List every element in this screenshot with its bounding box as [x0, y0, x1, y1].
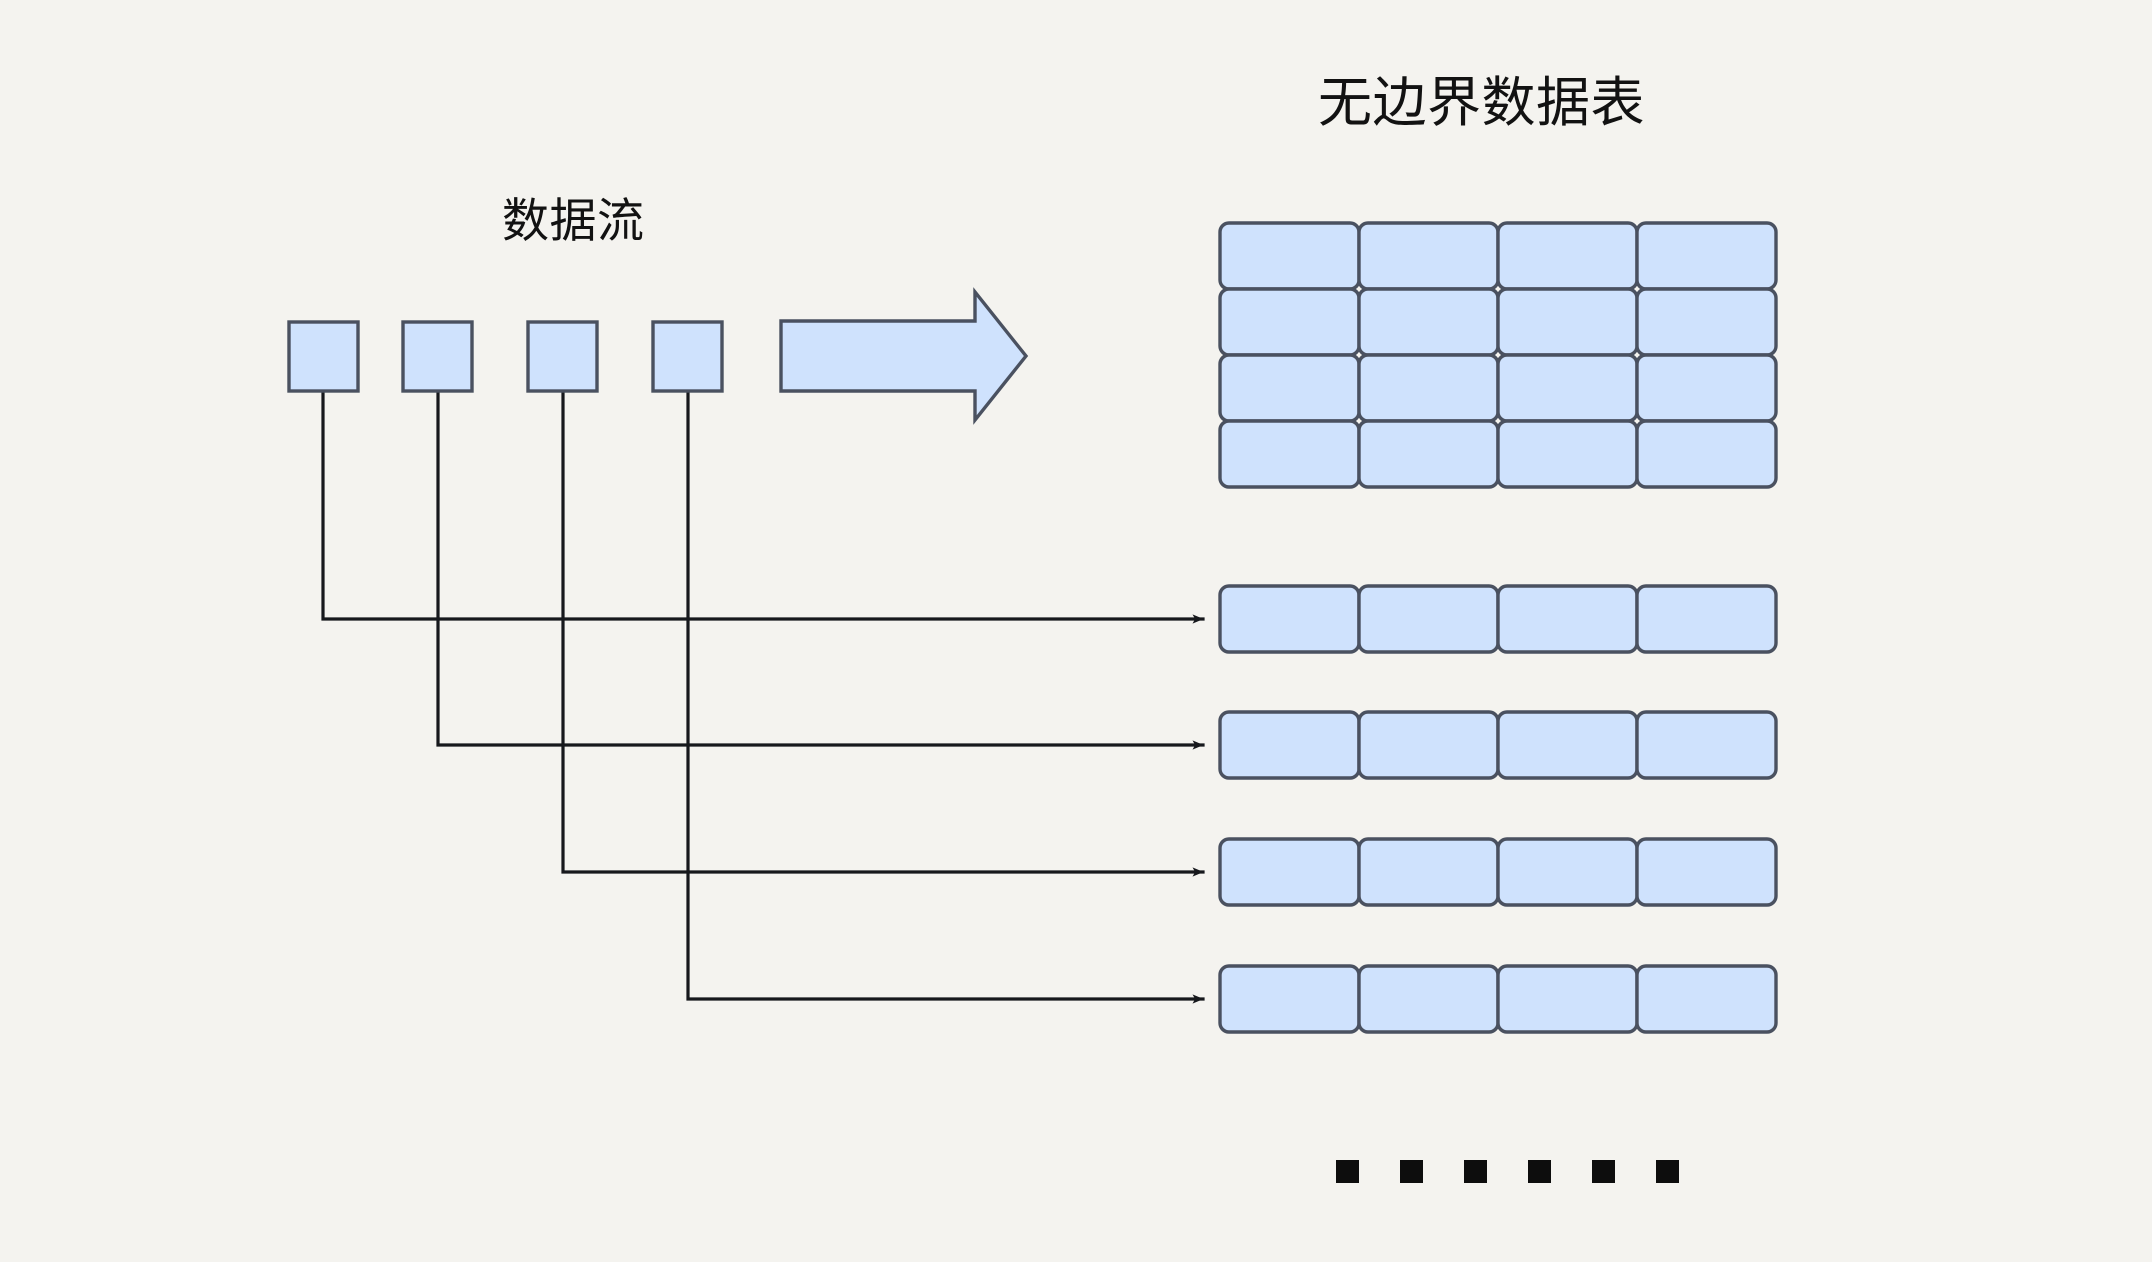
grid-cell-r1c4[interactable]: [1635, 221, 1778, 291]
continuation-dot-1: [1336, 1160, 1359, 1183]
appended-row-2-cell-1[interactable]: [1218, 710, 1361, 780]
grid-cell-r1c3[interactable]: [1496, 221, 1639, 291]
grid-cell-r2c3[interactable]: [1496, 287, 1639, 357]
stream-event-3[interactable]: [526, 320, 599, 393]
appended-row-1-cell-4[interactable]: [1635, 584, 1778, 654]
appended-row-3-cell-3[interactable]: [1496, 837, 1639, 907]
appended-row-4-cell-3[interactable]: [1496, 964, 1639, 1034]
connector-1: [321, 389, 1205, 624]
continuation-dot-4: [1528, 1160, 1551, 1183]
appended-row-1-cell-2[interactable]: [1357, 584, 1500, 654]
data-stream-label: 数据流: [502, 194, 645, 247]
continuation-dot-6: [1656, 1160, 1679, 1183]
appended-row-4-cell-1[interactable]: [1218, 964, 1361, 1034]
stream-event-2[interactable]: [401, 320, 474, 393]
appended-row-1-cell-1[interactable]: [1218, 584, 1361, 654]
unbounded-table-title: 无边界数据表: [1318, 73, 1645, 133]
connector-2: [436, 389, 1205, 750]
continuation-dot-2: [1400, 1160, 1423, 1183]
continuation-dot-3: [1464, 1160, 1487, 1183]
stream-events: [287, 320, 724, 393]
appended-row-2-cell-3[interactable]: [1496, 710, 1639, 780]
appended-row-1-cell-3[interactable]: [1496, 584, 1639, 654]
continuation-dots: [1336, 1160, 1679, 1183]
grid-cell-r4c4[interactable]: [1635, 419, 1778, 489]
appended-row-2-cell-4[interactable]: [1635, 710, 1778, 780]
stream-event-4[interactable]: [651, 320, 724, 393]
grid-cell-r1c2[interactable]: [1357, 221, 1500, 291]
appended-row-4-cell-4[interactable]: [1635, 964, 1778, 1034]
appended-row-2-cell-2[interactable]: [1357, 710, 1500, 780]
flow-arrow: [779, 287, 1029, 425]
grid-cell-r2c1[interactable]: [1218, 287, 1361, 357]
grid-cell-r3c1[interactable]: [1218, 353, 1361, 423]
grid-cell-r3c4[interactable]: [1635, 353, 1778, 423]
appended-row-3-cell-2[interactable]: [1357, 837, 1500, 907]
continuation-dot-5: [1592, 1160, 1615, 1183]
grid-cell-r4c2[interactable]: [1357, 419, 1500, 489]
appended-row-3-cell-4[interactable]: [1635, 837, 1778, 907]
unbounded-table-grid: [1218, 221, 1778, 489]
grid-cell-r4c1[interactable]: [1218, 419, 1361, 489]
appended-rows: [1218, 584, 1778, 1034]
grid-cell-r2c2[interactable]: [1357, 287, 1500, 357]
connector-lines: [321, 389, 1205, 1004]
grid-cell-r3c2[interactable]: [1357, 353, 1500, 423]
grid-cell-r3c3[interactable]: [1496, 353, 1639, 423]
connector-3: [561, 389, 1205, 877]
appended-row-4-cell-2[interactable]: [1357, 964, 1500, 1034]
appended-row-3-cell-1[interactable]: [1218, 837, 1361, 907]
connector-4: [686, 389, 1205, 1004]
grid-cell-r2c4[interactable]: [1635, 287, 1778, 357]
grid-cell-r4c3[interactable]: [1496, 419, 1639, 489]
stream-event-1[interactable]: [287, 320, 360, 393]
grid-cell-r1c1[interactable]: [1218, 221, 1361, 291]
